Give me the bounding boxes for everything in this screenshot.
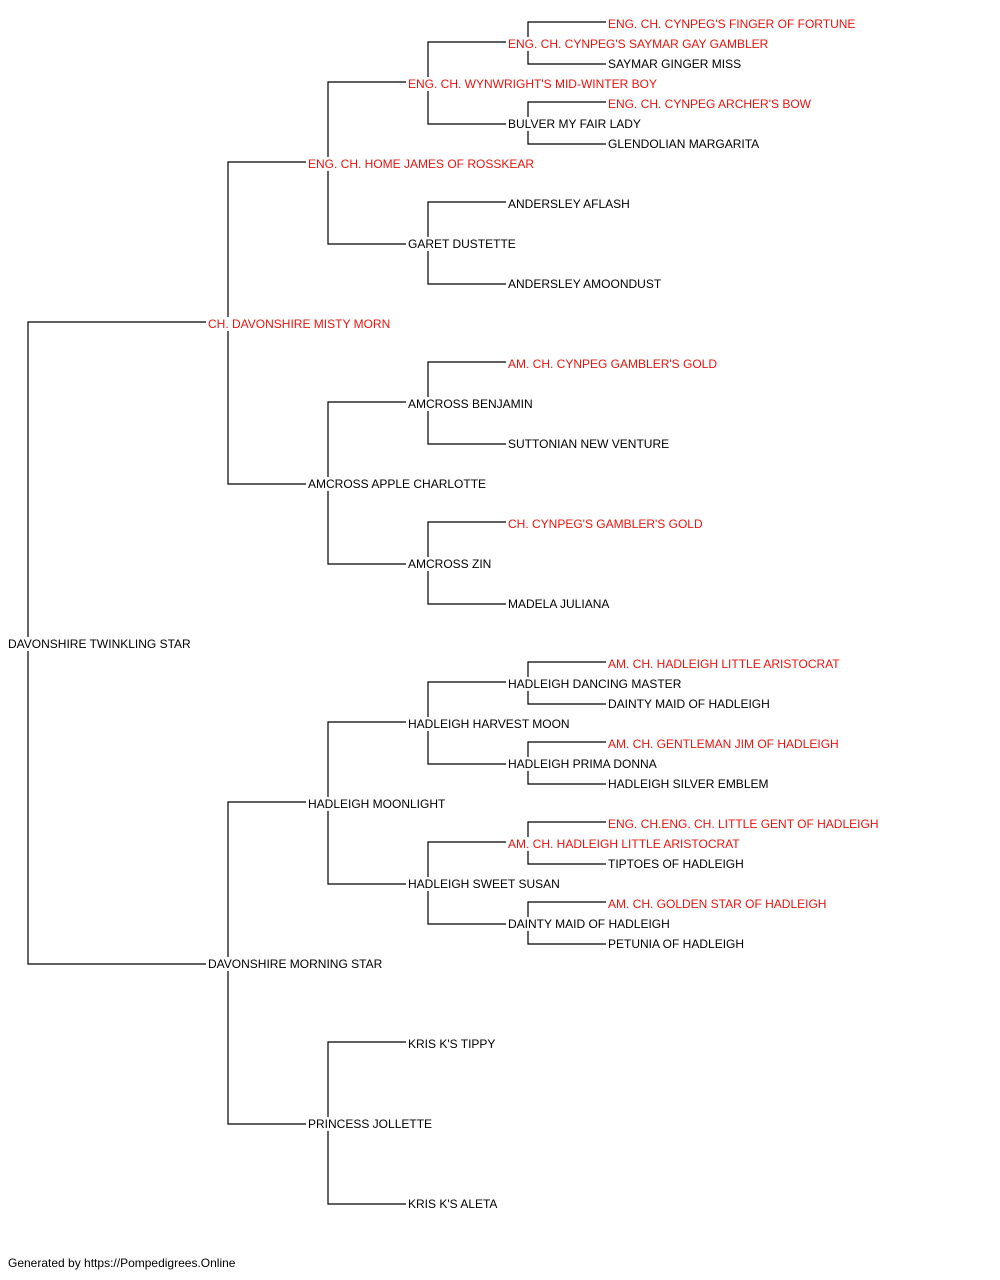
dog-sire-sire-sire-sire[interactable]: ENG. CH. CYNPEG'S SAYMAR GAY GAMBLER xyxy=(507,37,770,51)
dog-dam-sire-dam[interactable]: HADLEIGH SWEET SUSAN xyxy=(407,877,561,891)
dog-dam-sire-sire-sire-sire[interactable]: AM. CH. HADLEIGH LITTLE ARISTOCRAT xyxy=(607,657,841,671)
dog-dam-sire-dam-sire-dam[interactable]: TIPTOES OF HADLEIGH xyxy=(607,857,745,871)
dog-dam-dam-dam[interactable]: KRIS K'S ALETA xyxy=(407,1197,499,1211)
dog-dam-sire-sire[interactable]: HADLEIGH HARVEST MOON xyxy=(407,717,571,731)
generator-credit: Generated by https://Pompedigrees.Online xyxy=(8,1256,236,1270)
dog-dam[interactable]: DAVONSHIRE MORNING STAR xyxy=(207,957,384,971)
dog-sire-sire-dam[interactable]: GARET DUSTETTE xyxy=(407,237,517,251)
dog-sire-sire-sire[interactable]: ENG. CH. WYNWRIGHT'S MID-WINTER BOY xyxy=(407,77,658,91)
dog-sire-sire-sire-dam-dam[interactable]: GLENDOLIAN MARGARITA xyxy=(607,137,761,151)
dog-dam-sire-dam-sire-sire[interactable]: ENG. CH.ENG. CH. LITTLE GENT OF HADLEIGH xyxy=(607,817,880,831)
dog-sire-dam-dam-sire[interactable]: CH. CYNPEG'S GAMBLER'S GOLD xyxy=(507,517,704,531)
dog-sire-sire-sire-sire-dam[interactable]: SAYMAR GINGER MISS xyxy=(607,57,743,71)
dog-dam-sire-dam-dam-dam[interactable]: PETUNIA OF HADLEIGH xyxy=(607,937,746,951)
dog-sire-sire-dam-dam[interactable]: ANDERSLEY AMOONDUST xyxy=(507,277,663,291)
dog-sire-dam-sire-sire[interactable]: AM. CH. CYNPEG GAMBLER'S GOLD xyxy=(507,357,718,371)
dog-dam-sire[interactable]: HADLEIGH MOONLIGHT xyxy=(307,797,447,811)
dog-dam-sire-dam-sire[interactable]: AM. CH. HADLEIGH LITTLE ARISTOCRAT xyxy=(507,837,741,851)
dog-dam-sire-sire-dam-sire[interactable]: AM. CH. GENTLEMAN JIM OF HADLEIGH xyxy=(607,737,840,751)
dog-dam-sire-sire-sire-dam[interactable]: DAINTY MAID OF HADLEIGH xyxy=(607,697,771,711)
dog-dam-dam-sire[interactable]: KRIS K'S TIPPY xyxy=(407,1037,497,1051)
dog-sire-dam[interactable]: AMCROSS APPLE CHARLOTTE xyxy=(307,477,488,491)
dog-sire-dam-dam-dam[interactable]: MADELA JULIANA xyxy=(507,597,611,611)
dog-dam-sire-dam-dam[interactable]: DAINTY MAID OF HADLEIGH xyxy=(507,917,671,931)
dog-dam-sire-sire-dam-dam[interactable]: HADLEIGH SILVER EMBLEM xyxy=(607,777,770,791)
dog-sire-dam-sire-dam[interactable]: SUTTONIAN NEW VENTURE xyxy=(507,437,671,451)
dog-sire-dam-sire[interactable]: AMCROSS BENJAMIN xyxy=(407,397,534,411)
dog-sire-sire-dam-sire[interactable]: ANDERSLEY AFLASH xyxy=(507,197,631,211)
dog-root[interactable]: DAVONSHIRE TWINKLING STAR xyxy=(7,637,192,651)
dog-sire-sire-sire-dam-sire[interactable]: ENG. CH. CYNPEG ARCHER'S BOW xyxy=(607,97,812,111)
dog-sire-sire-sire-sire-sire[interactable]: ENG. CH. CYNPEG'S FINGER OF FORTUNE xyxy=(607,17,857,31)
dog-sire[interactable]: CH. DAVONSHIRE MISTY MORN xyxy=(207,317,392,331)
dog-dam-dam[interactable]: PRINCESS JOLLETTE xyxy=(307,1117,434,1131)
dog-dam-sire-sire-sire[interactable]: HADLEIGH DANCING MASTER xyxy=(507,677,683,691)
dog-sire-sire-sire-dam[interactable]: BULVER MY FAIR LADY xyxy=(507,117,642,131)
dog-sire-dam-dam[interactable]: AMCROSS ZIN xyxy=(407,557,493,571)
dog-dam-sire-dam-dam-sire[interactable]: AM. CH. GOLDEN STAR OF HADLEIGH xyxy=(607,897,828,911)
dog-sire-sire[interactable]: ENG. CH. HOME JAMES OF ROSSKEAR xyxy=(307,157,536,171)
dog-dam-sire-sire-dam[interactable]: HADLEIGH PRIMA DONNA xyxy=(507,757,658,771)
